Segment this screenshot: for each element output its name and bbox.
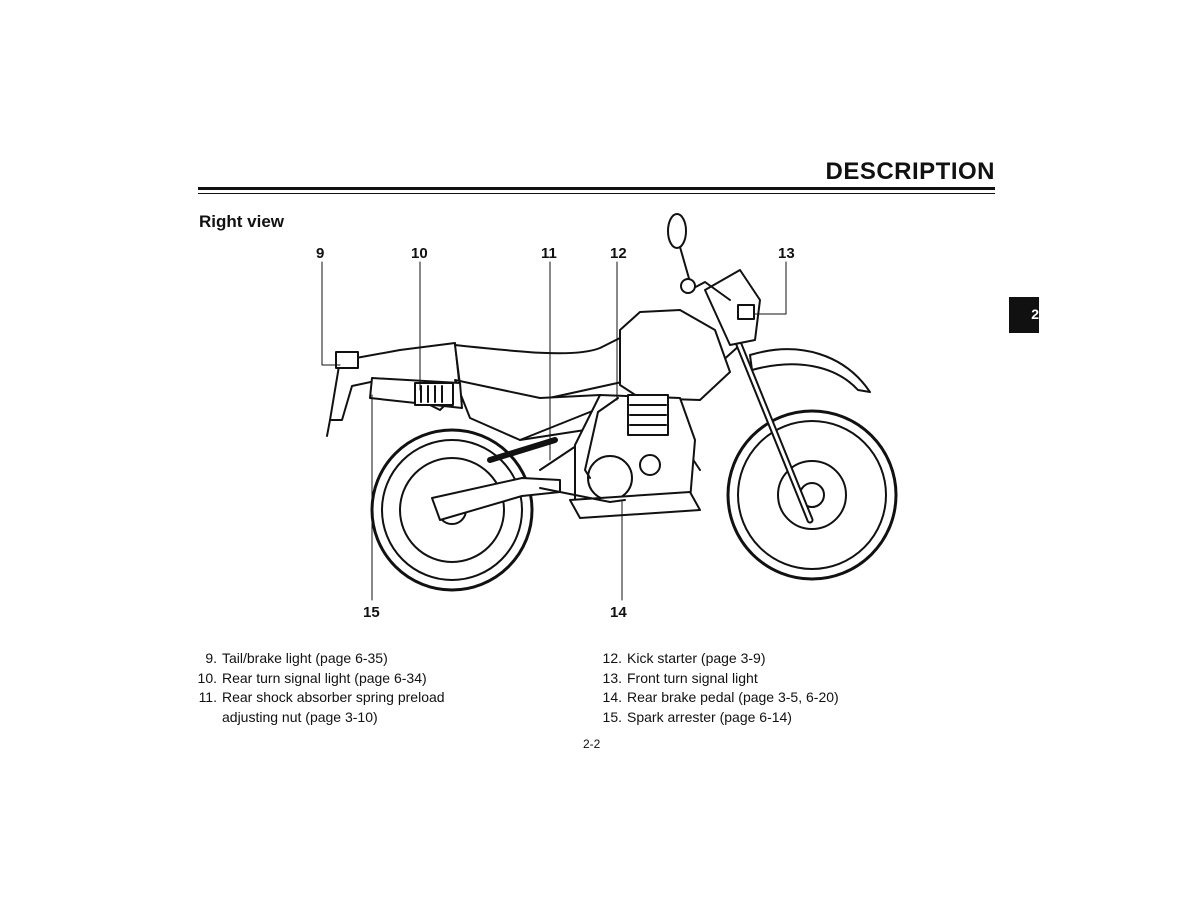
legend-text: Kick starter (page 3-9) bbox=[627, 650, 766, 666]
callout-14: 14 bbox=[610, 604, 627, 621]
header-rule-thin bbox=[198, 193, 995, 194]
front-wheel bbox=[726, 409, 898, 581]
legend-text: Rear turn signal light (page 6-34) bbox=[222, 669, 427, 686]
chapter-tab: 2 bbox=[1009, 297, 1039, 333]
callout-15: 15 bbox=[363, 604, 380, 621]
swing-arm bbox=[431, 477, 561, 521]
legend-number: 9. bbox=[205, 650, 217, 666]
mirror bbox=[667, 213, 687, 249]
legend-item: 14. Rear brake pedal (page 3-5, 6-20) bbox=[598, 688, 839, 708]
legend-item: 12. Kick starter (page 3-9) bbox=[598, 649, 839, 669]
legend-text: Front turn signal light bbox=[627, 669, 758, 686]
legend-item: 13. Front turn signal light bbox=[598, 669, 839, 689]
legend-item: 15. Spark arrester (page 6-14) bbox=[598, 708, 839, 728]
legend-text: Rear brake pedal (page 3-5, 6-20) bbox=[627, 689, 839, 705]
rear-shock bbox=[487, 437, 558, 463]
seat bbox=[454, 337, 623, 401]
skid-plate bbox=[569, 491, 701, 519]
leader-13 bbox=[753, 261, 787, 315]
headlight-cowl bbox=[704, 269, 761, 346]
tail-light bbox=[335, 351, 359, 369]
legend-number: 10. bbox=[197, 669, 217, 686]
callout-leaders bbox=[321, 261, 787, 601]
callout-9: 9 bbox=[316, 245, 325, 262]
fuel-tank bbox=[619, 309, 731, 401]
legend-left: 9. Tail/brake light (page 6-35) 10. Rear t… bbox=[193, 649, 445, 727]
legend-text: Rear shock absorber spring preload bbox=[222, 689, 445, 705]
legend-item: 10. Rear turn signal light (page 6-34) bbox=[193, 669, 445, 689]
page-number: 2-2 bbox=[583, 737, 601, 751]
callout-12: 12 bbox=[610, 245, 627, 262]
legend-right: 12. Kick starter (page 3-9) 13. Front turn… bbox=[598, 649, 839, 727]
leader-9 bbox=[321, 261, 341, 366]
legend-item: 11. Rear shock absorber spring preload bbox=[193, 688, 445, 708]
chapter-tab-label: 2 bbox=[1031, 306, 1039, 322]
legend-number: 12. bbox=[602, 650, 622, 666]
legend-number: 14. bbox=[602, 689, 622, 705]
legend-number: 13. bbox=[602, 669, 622, 686]
legend-number: 15. bbox=[602, 708, 622, 725]
callout-11: 11 bbox=[541, 245, 557, 262]
front-turn-signal bbox=[737, 304, 755, 320]
page-title: DESCRIPTION bbox=[825, 158, 995, 185]
header-rule-thick bbox=[198, 187, 995, 190]
front-fender bbox=[749, 348, 871, 393]
callout-10: 10 bbox=[411, 245, 428, 262]
legend-item: 9. Tail/brake light (page 6-35) bbox=[193, 649, 445, 669]
legend-number: 11. bbox=[198, 689, 217, 705]
legend-text: Tail/brake light (page 6-35) bbox=[222, 650, 388, 666]
legend-text: Spark arrester (page 6-14) bbox=[627, 708, 792, 725]
kick-starter bbox=[584, 397, 619, 479]
rear-brake-pedal bbox=[539, 487, 626, 503]
callout-13: 13 bbox=[778, 245, 795, 262]
section-title: Right view bbox=[199, 212, 285, 231]
legend-text-continued: adjusting nut (page 3-10) bbox=[222, 708, 378, 725]
